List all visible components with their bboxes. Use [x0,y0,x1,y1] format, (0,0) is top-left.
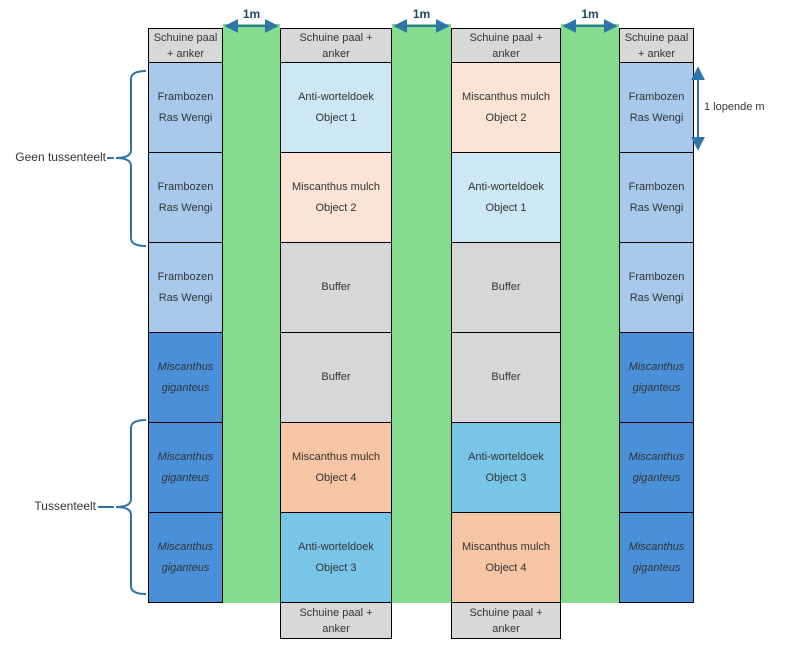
plot-cell-buffer_gray: Buffer [451,332,561,423]
plot-cell-miscanthus_blue: Miscanthus giganteus [148,512,223,603]
plot-cell-miscanthus_blue: Miscanthus giganteus [619,512,694,603]
anchor-header-cell: Schuine paal + anker [280,28,392,63]
gap-measure-label: 1m [581,7,599,21]
plot-cell-frambozen_blue: Frambozen Ras Wengi [619,62,694,153]
grass-strip [561,24,619,603]
plot-cell-miscanthus_blue: Miscanthus giganteus [148,422,223,513]
geen-tussenteelt-label: Geen tussenteelt [15,150,106,164]
plot-cell-object4_peach: Miscanthus mulch Object 4 [280,422,392,513]
plot-cell-object3_blue: Anti-worteldoek Object 3 [280,512,392,603]
plot-cell-miscanthus_blue: Miscanthus giganteus [148,332,223,423]
plot-cell-frambozen_blue: Frambozen Ras Wengi [148,152,223,243]
grass-strip [392,24,451,603]
plot-cell-object3_blue: Anti-worteldoek Object 3 [451,422,561,513]
plot-cell-frambozen_blue: Frambozen Ras Wengi [619,242,694,333]
plot-cell-object2_peach: Miscanthus mulch Object 2 [280,152,392,243]
plot-cell-object1_blue: Anti-worteldoek Object 1 [451,152,561,243]
grass-strip [223,24,280,603]
plot-cell-miscanthus_blue: Miscanthus giganteus [619,332,694,423]
plot-cell-buffer_gray: Buffer [280,242,392,333]
gap-measure-label: 1m [412,7,431,21]
plot-cell-object2_peach: Miscanthus mulch Object 2 [451,62,561,153]
anchor-header-cell: Schuine paal + anker [619,28,694,63]
plot-cell-frambozen_blue: Frambozen Ras Wengi [148,62,223,153]
anchor-header-cell: Schuine paal + anker [451,28,561,63]
plot-cell-buffer_gray: Buffer [280,332,392,423]
plot-cell-frambozen_blue: Frambozen Ras Wengi [619,152,694,243]
plot-cell-object4_peach: Miscanthus mulch Object 4 [451,512,561,603]
plot-cell-object1_blue: Anti-worteldoek Object 1 [280,62,392,153]
plot-cell-miscanthus_blue: Miscanthus giganteus [619,422,694,513]
plot-cell-buffer_gray: Buffer [451,242,561,333]
plot-cell-frambozen_blue: Frambozen Ras Wengi [148,242,223,333]
geen-tussenteelt-brace [115,70,147,247]
anchor-footer-cell: Schuine paal + anker [451,602,561,639]
anchor-footer-cell: Schuine paal + anker [280,602,392,639]
tussenteelt-brace [115,419,147,595]
lopende-m-label: 1 lopende m [704,101,765,113]
tussenteelt-label: Tussenteelt [34,499,96,513]
gap-measure-label: 1m [242,7,261,21]
anchor-header-cell: Schuine paal + anker [148,28,223,63]
